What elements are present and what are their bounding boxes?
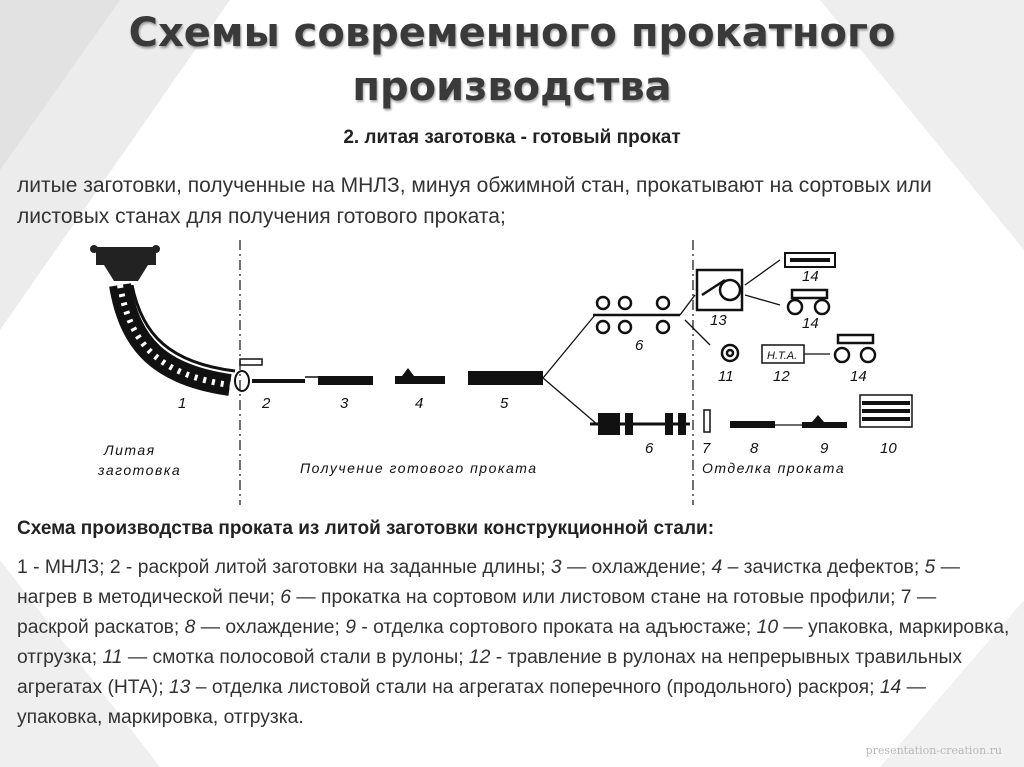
zone-right-label: Отделка проката — [702, 460, 845, 476]
legend-segment: – отделка листовой стали на агрегатах по… — [190, 677, 880, 698]
caption-heading: Схема производства проката из литой заго… — [17, 518, 715, 539]
label-9: 9 — [820, 440, 829, 457]
legend-segment: – зачистка дефектов; — [722, 557, 925, 578]
mill-stands-lower — [590, 413, 690, 435]
zone-left-line-1: Литая — [103, 442, 156, 458]
legend-segment: 1 - МНЛЗ; 2 - раскрой литой заготовки на… — [17, 557, 551, 578]
legend-segment: 14 — [879, 677, 902, 698]
legend-segment: 3 — [550, 557, 562, 578]
subtitle: 2. литая заготовка - готовый прокат — [343, 127, 681, 148]
package-10 — [859, 394, 913, 428]
legend-segment: — смотка полосовой стали в рулоны; — [122, 647, 469, 668]
label-13: 13 — [710, 312, 727, 329]
grinding-4 — [395, 368, 445, 384]
package-14-top — [784, 252, 836, 268]
cutter-7 — [703, 409, 711, 433]
legend-segment: — прокатка на сортовом или листовом стан… — [17, 587, 937, 638]
legend-segment: 6 — [280, 587, 292, 608]
ladle-icon — [90, 245, 160, 281]
cooling-8 — [730, 421, 775, 428]
legend-text: 1 - МНЛЗ; 2 - раскрой литой заготовки на… — [17, 553, 1012, 733]
legend-segment: 12 — [468, 647, 491, 668]
page-title: Схемы современного прокатного производст… — [0, 6, 1024, 114]
legend-segment: - травление в рулонах на непрерывных тра… — [17, 647, 962, 698]
legend-segment: 8 — [184, 617, 196, 638]
label-5: 5 — [500, 395, 509, 412]
legend-segment: - отделка сортового проката на адъюстаже… — [355, 617, 757, 638]
coils-14-low — [833, 333, 877, 364]
label-1: 1 — [178, 395, 186, 412]
legend-segment: — охлаждение; — [561, 557, 712, 578]
label-4: 4 — [415, 395, 423, 412]
scheme-drawing: Н.Т.А. 1 2 3 4 5 6 6 7 8 9 10 11 12 13 1… — [90, 240, 913, 505]
label-6-upper: 6 — [635, 337, 644, 354]
coils-14-mid — [786, 288, 831, 316]
title-line-1: Схемы современного прокатного — [128, 10, 896, 56]
title-line-2: производства — [352, 64, 672, 110]
legend-segment: 10 — [756, 617, 779, 638]
mill-stands-upper — [593, 295, 680, 335]
shear-13 — [695, 268, 744, 312]
label-6-lower: 6 — [645, 440, 654, 457]
label-2: 2 — [261, 395, 271, 412]
zone-middle-label: Получение готового проката — [300, 460, 538, 476]
label-8: 8 — [750, 440, 759, 457]
label-12: 12 — [773, 368, 790, 385]
production-scheme-diagram: Н.Т.А. 1 2 3 4 5 6 6 7 8 9 10 11 12 13 1… — [90, 235, 915, 505]
legend-segment: 5 — [924, 557, 936, 578]
watermark: presentation-creation.ru — [865, 744, 1002, 757]
zone-left-line-2: заготовка — [97, 462, 181, 478]
legend-segment: 4 — [711, 557, 723, 578]
label-14-low: 14 — [850, 368, 867, 385]
furnace-5 — [468, 371, 543, 385]
legend-segment: 11 — [102, 647, 123, 668]
label-14-mid: 14 — [802, 315, 819, 332]
label-10: 10 — [880, 440, 897, 457]
intro-text: литые заготовки, полученные на МНЛЗ, мин… — [17, 174, 932, 228]
label-11: 11 — [718, 368, 734, 385]
cutter-icon — [234, 358, 263, 392]
nta-label: Н.Т.А. — [767, 350, 797, 362]
legend-segment: — нагрев в методической печи; — [17, 557, 960, 608]
legend-segment: 13 — [168, 677, 191, 698]
label-14-top: 14 — [802, 268, 819, 285]
coiler-11 — [720, 343, 740, 363]
finishing-9 — [802, 415, 847, 428]
label-3: 3 — [340, 395, 349, 412]
cooling-bed-3 — [318, 376, 373, 385]
label-7: 7 — [702, 440, 711, 457]
legend-segment: 9 — [345, 617, 356, 638]
legend-segment: — упаковка, маркировка, отгрузка; — [17, 617, 1010, 668]
legend-segment: — упаковка, маркировка, отгрузка. — [17, 677, 926, 728]
legend-segment: — охлаждение; — [195, 617, 346, 638]
